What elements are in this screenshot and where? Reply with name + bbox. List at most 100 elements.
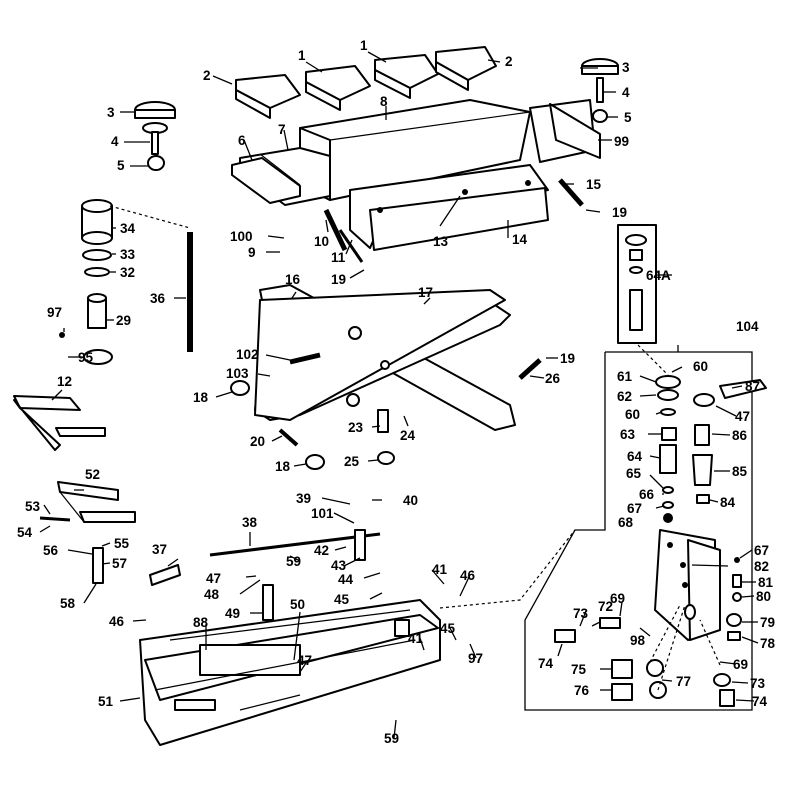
callout-label: 3: [107, 105, 115, 120]
callout-label: 11: [331, 250, 346, 265]
callout-label: 26: [545, 371, 561, 386]
bracket-52: [39, 481, 136, 584]
callout-label: 18: [275, 459, 291, 474]
pump-assembly-box: [524, 345, 767, 711]
bracket-12: [13, 395, 106, 451]
callout-label: 74: [752, 694, 768, 709]
callout-label: 33: [120, 247, 136, 262]
callout-label: 23: [348, 420, 364, 435]
callout-label: 25: [344, 454, 360, 469]
callout-label: 19: [612, 205, 627, 220]
callout-label: 7: [278, 122, 286, 137]
callout-label: 6: [238, 133, 246, 148]
callout-label: 55: [114, 536, 130, 551]
callout-label: 41: [408, 631, 424, 646]
callout-label: 97: [468, 651, 483, 666]
callout-label: 67: [754, 543, 769, 558]
callout-label: 9: [248, 245, 256, 260]
callout-label: 24: [400, 428, 416, 443]
callout-label: 2: [203, 68, 211, 83]
callout-label: 72: [598, 599, 613, 614]
callout-label: 47: [206, 571, 221, 586]
callout-label: 50: [290, 597, 305, 612]
callout-label: 16: [285, 272, 301, 287]
callout-label: 5: [117, 158, 125, 173]
callout-label: 47: [297, 653, 312, 668]
callout-label: 42: [314, 543, 329, 558]
callout-label: 4: [111, 134, 119, 149]
callout-label: 41: [432, 562, 448, 577]
callout-label: 69: [610, 591, 625, 606]
callout-labels: 1 1 2 2 3 3 4 4 5 5 6 7 8 9 10 11 12 13 …: [17, 38, 776, 746]
callout-label: 14: [512, 232, 528, 247]
scissor-arms: [230, 284, 542, 470]
callout-label: 80: [756, 589, 771, 604]
callout-label: 56: [43, 543, 59, 558]
callout-label: 64: [627, 449, 643, 464]
callout-label: 36: [150, 291, 166, 306]
callout-label: 13: [433, 234, 449, 249]
callout-label: 29: [116, 313, 131, 328]
lift-rail-assembly: [231, 99, 601, 263]
callout-label: 84: [720, 495, 736, 510]
callout-label: 18: [193, 390, 209, 405]
callout-label: 75: [571, 662, 587, 677]
callout-label: 19: [560, 351, 575, 366]
callout-label: 20: [250, 434, 265, 449]
callout-label: 8: [380, 94, 388, 109]
callout-label: 46: [109, 614, 125, 629]
callout-label: 48: [204, 587, 220, 602]
callout-label: 99: [614, 134, 629, 149]
callout-label: 87: [745, 379, 760, 394]
callout-label: 76: [574, 683, 590, 698]
callout-label: 3: [622, 60, 630, 75]
callout-label: 62: [617, 389, 632, 404]
callout-label: 57: [112, 556, 127, 571]
callout-label: 98: [630, 633, 646, 648]
cylinder-parts: [59, 199, 193, 365]
callout-label: 97: [47, 305, 62, 320]
callout-label: 79: [760, 615, 775, 630]
callout-label: 65: [626, 466, 642, 481]
callout-label: 67: [627, 501, 642, 516]
callout-label: 5: [624, 110, 632, 125]
callout-label: 38: [242, 515, 258, 530]
callout-label: 49: [225, 606, 240, 621]
callout-label: 103: [226, 366, 249, 381]
callout-label: 60: [693, 359, 708, 374]
callout-label: 4: [622, 85, 630, 100]
release-rod: [149, 529, 381, 621]
callout-label: 73: [750, 676, 766, 691]
callout-label: 88: [193, 615, 209, 630]
callout-label: 60: [625, 407, 640, 422]
callout-label: 45: [440, 621, 456, 636]
callout-label: 63: [620, 427, 636, 442]
callout-label: 101: [311, 506, 334, 521]
connector-lines: [439, 344, 721, 691]
rubber-pad-group: [235, 46, 497, 119]
callout-label: 61: [617, 369, 633, 384]
callout-label: 69: [733, 657, 748, 672]
callout-label: 59: [384, 731, 399, 746]
callout-label: 102: [236, 347, 259, 362]
callout-label: 19: [331, 272, 346, 287]
callout-label: 12: [57, 374, 72, 389]
saddle-right: [581, 58, 619, 123]
callout-label: 74: [538, 656, 554, 671]
callout-label: 52: [85, 467, 100, 482]
base-frame: [139, 599, 441, 746]
callout-label: 58: [60, 596, 76, 611]
callout-label: 45: [334, 592, 350, 607]
callout-label: 34: [120, 221, 136, 236]
callout-label: 95: [78, 350, 94, 365]
callout-label: 39: [296, 491, 311, 506]
callout-label: 17: [418, 285, 433, 300]
callout-label: 85: [732, 464, 748, 479]
callout-label: 1: [298, 48, 306, 63]
callout-label: 15: [586, 177, 602, 192]
inset-64a: [617, 224, 672, 344]
callout-label: 1: [360, 38, 368, 53]
callout-label: 100: [230, 229, 253, 244]
callout-label: 82: [754, 559, 769, 574]
